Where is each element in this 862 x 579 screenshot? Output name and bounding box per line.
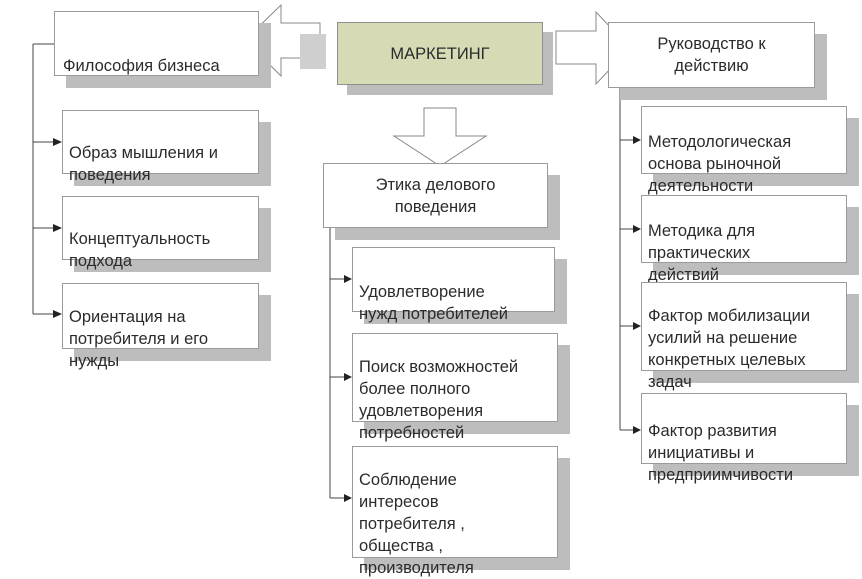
guide-item-box: Фактор развития инициативы и предприимчи… [641, 393, 847, 484]
philosophy-item-text: Концептуальность подхода [69, 230, 211, 270]
guide-item-text: Фактор мобилизации усилий на решение кон… [648, 307, 811, 391]
ethics-title: Этика делового поведения [375, 175, 496, 216]
arrow-left-shadow [300, 34, 326, 69]
ethics-item-text: Поиск возможностей более полного удовлет… [359, 358, 519, 442]
guide-item-box: Методика для практических действий [641, 195, 847, 284]
ethics-item-text: Удовлетворение нужд потребителей [359, 283, 508, 323]
ethics-connectors [329, 228, 345, 499]
guide-item-text: Методологическая основа рыночной деятель… [648, 133, 792, 195]
philosophy-item-box: Образ мышления и поведения [62, 110, 259, 184]
guide-connectors [619, 88, 634, 431]
marketing-label: МАРКЕТИНГ [390, 44, 490, 63]
ethics-item-box: Поиск возможностей более полного удовлет… [352, 333, 558, 442]
philosophy-item-box: Ориентация на потребителя и его нужды [62, 283, 259, 370]
ethics-item-text: Соблюдение интересов потребителя , общес… [359, 471, 474, 577]
guide-item-text: Методика для практических действий [648, 222, 756, 284]
philosophy-title: Философия бизнеса [63, 57, 220, 75]
guide-item-text: Фактор развития инициативы и предприимчи… [648, 422, 794, 484]
ethics-arrowheads [344, 275, 352, 502]
guide-title-box: Руководство к действию [608, 22, 815, 88]
guide-arrowheads [633, 136, 641, 434]
philosophy-connectors [32, 43, 55, 315]
guide-item-box: Методологическая основа рыночной деятель… [641, 106, 847, 195]
guide-title: Руководство к действию [657, 35, 766, 75]
philosophy-item-text: Образ мышления и поведения [69, 144, 218, 184]
arrow-down-to-ethics [392, 107, 488, 167]
philosophy-title-box: Философия бизнеса [54, 11, 259, 76]
philosophy-arrowheads [53, 138, 62, 318]
ethics-title-box: Этика делового поведения [323, 163, 548, 228]
marketing-box: МАРКЕТИНГ [337, 22, 543, 85]
philosophy-item-text: Ориентация на потребителя и его нужды [69, 308, 209, 370]
guide-item-box: Фактор мобилизации усилий на решение кон… [641, 282, 847, 391]
philosophy-item-box: Концептуальность подхода [62, 196, 259, 270]
ethics-item-box: Удовлетворение нужд потребителей [352, 247, 555, 323]
ethics-item-box: Соблюдение интересов потребителя , общес… [352, 446, 558, 577]
